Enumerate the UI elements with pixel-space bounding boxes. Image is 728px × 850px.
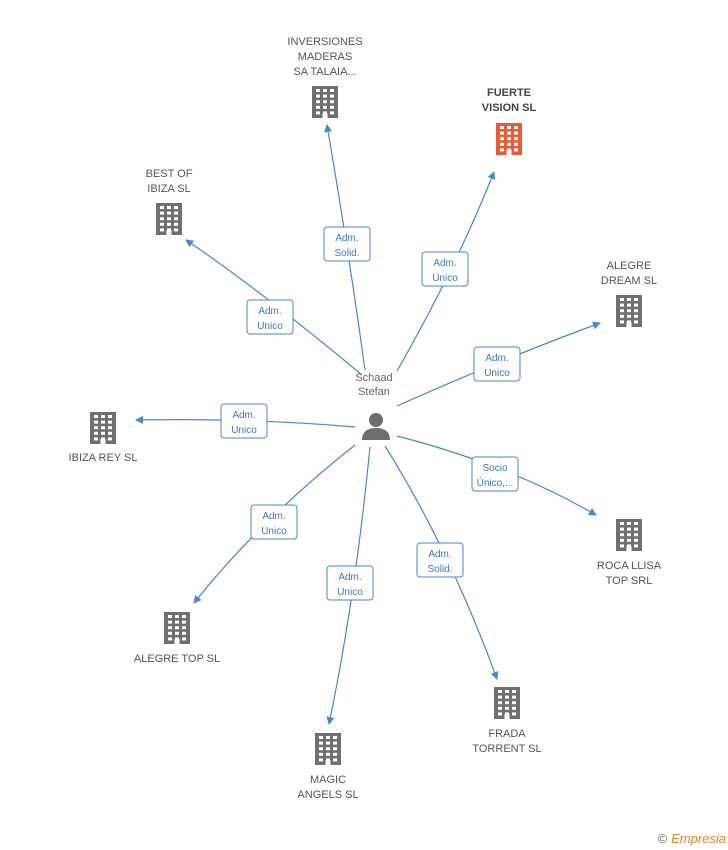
building-icon-frada[interactable] <box>494 687 520 719</box>
node-label-line: IBIZA SL <box>147 183 190 195</box>
node-label-line: SA TALAIA... <box>293 66 356 78</box>
person-icon <box>362 413 390 440</box>
relation-text: Único,... <box>477 476 514 489</box>
relation-box-best[interactable]: Adm. Unico <box>246 299 294 335</box>
relation-text: Solid. <box>334 248 359 259</box>
node-label-best[interactable]: BEST OF IBIZA SL <box>146 168 193 195</box>
relation-box-roca[interactable]: SocioÚnico,... <box>471 456 519 492</box>
copyright-symbol: © <box>657 831 668 846</box>
node-label-line: VISION SL <box>482 102 537 114</box>
node-label-line: FRADA <box>488 728 526 740</box>
relation-text: Unico <box>257 321 283 332</box>
node-label-alegre_dream[interactable]: ALEGRE DREAM SL <box>601 260 657 287</box>
building-icon-magic[interactable] <box>315 733 341 765</box>
node-label-magic[interactable]: MAGIC ANGELS SL <box>297 774 358 801</box>
relation-text: Solid. <box>427 564 452 575</box>
node-label-line: ANGELS SL <box>297 789 358 801</box>
relation-text: Adm. <box>232 410 255 421</box>
relation-box-inversiones[interactable]: Adm. Solid. <box>323 226 371 262</box>
relation-text: Unico <box>231 425 257 436</box>
center-name-line: Stefan <box>358 386 390 398</box>
relation-box-ibiza_rey[interactable]: Adm. Unico <box>220 403 268 439</box>
relation-text: Unico <box>432 273 458 284</box>
relation-text: Socio <box>482 463 507 474</box>
building-icon-alegre_dream[interactable] <box>616 295 642 327</box>
footer-brand: ©Empresia <box>657 831 726 846</box>
center-name-line: Schaad <box>355 372 392 384</box>
node-label-line: MAGIC <box>310 774 346 786</box>
relation-box-fuerte[interactable]: Adm. Unico <box>421 251 469 287</box>
node-label-line: INVERSIONES <box>287 36 362 48</box>
node-label-fuerte[interactable]: FUERTE VISION SL <box>482 87 537 114</box>
node-label-frada[interactable]: FRADA TORRENT SL <box>472 728 541 755</box>
node-label-roca[interactable]: ROCA LLISA TOP SRL <box>597 560 662 587</box>
node-label-ibiza_rey[interactable]: IBIZA REY SL <box>69 452 138 464</box>
node-label-inversiones[interactable]: INVERSIONES MADERAS SA TALAIA... <box>287 36 362 78</box>
relation-box-frada[interactable]: Adm. Solid. <box>416 542 464 578</box>
relation-box-alegre_top[interactable]: Adm. Unico <box>250 504 298 540</box>
brand-name: Empresia <box>671 831 726 846</box>
relation-box-alegre_dream[interactable]: Adm. Unico <box>473 346 521 382</box>
node-label-line: BEST OF <box>146 168 193 180</box>
relation-text: Adm. <box>262 511 285 522</box>
building-icon-inversiones[interactable] <box>312 86 338 118</box>
relation-text: Adm. <box>433 258 456 269</box>
building-icon-ibiza_rey[interactable] <box>90 412 116 444</box>
relation-text: Unico <box>261 526 287 537</box>
building-icon-alegre_top[interactable] <box>164 612 190 644</box>
relation-box-magic[interactable]: Adm. Unico <box>326 565 374 601</box>
building-icon-best[interactable] <box>156 203 182 235</box>
relation-text: Adm. <box>428 549 451 560</box>
node-label-line: MADERAS <box>298 51 352 63</box>
node-label-line: FUERTE <box>487 87 531 99</box>
node-label-line: DREAM SL <box>601 275 657 287</box>
building-icon-fuerte[interactable] <box>496 123 522 155</box>
relation-text: Adm. <box>335 233 358 244</box>
node-label-line: TOP SRL <box>606 575 653 587</box>
node-label-line: IBIZA REY SL <box>69 452 138 464</box>
edge-best <box>185 239 363 376</box>
relation-text: Adm. <box>258 306 281 317</box>
relation-text: Unico <box>337 587 363 598</box>
node-label-line: ALEGRE TOP SL <box>134 653 220 665</box>
node-label-alegre_top[interactable]: ALEGRE TOP SL <box>134 653 220 665</box>
relation-text: Adm. <box>485 353 508 364</box>
node-label-line: ROCA LLISA <box>597 560 662 572</box>
relation-text: Adm. <box>338 572 361 583</box>
node-label-line: TORRENT SL <box>472 743 541 755</box>
node-label-line: ALEGRE <box>607 260 652 272</box>
relation-text: Unico <box>484 368 510 379</box>
building-icon-roca[interactable] <box>616 519 642 551</box>
